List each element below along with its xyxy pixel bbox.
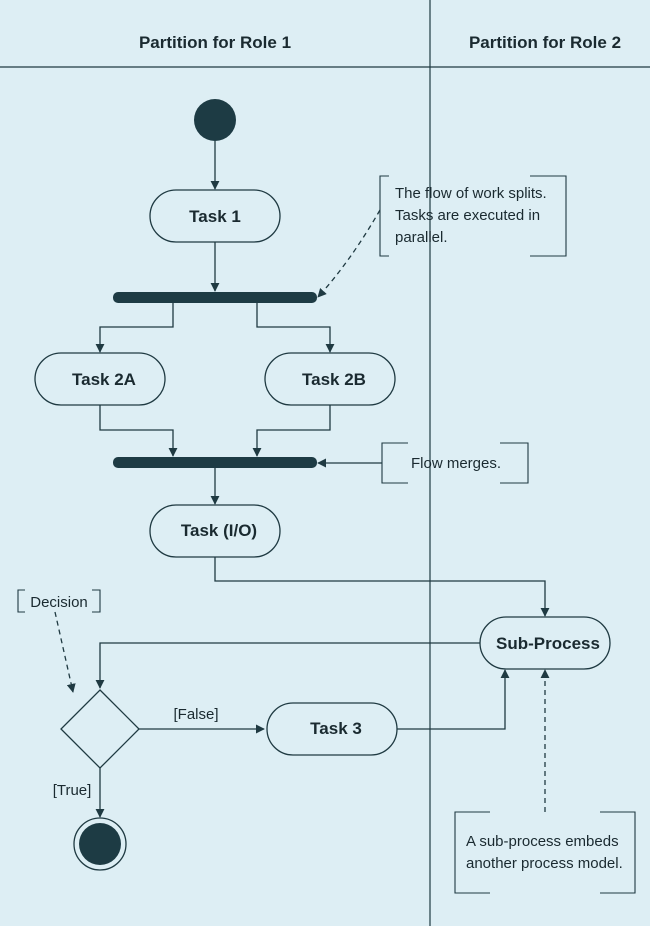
subprocess-node: Sub-Process xyxy=(479,616,611,670)
note-decision-bracket xyxy=(17,589,101,613)
edge-subprocess-decision xyxy=(95,642,480,689)
task2b-label: Task 2B xyxy=(302,370,366,389)
edge-task3-subprocess xyxy=(397,669,510,730)
edges xyxy=(54,141,550,818)
fork-bar xyxy=(113,292,317,303)
final-node xyxy=(73,817,127,871)
note-subprocess-text: A sub-process embeds another process mod… xyxy=(466,833,623,872)
note-merge-text: Flow merges. xyxy=(411,455,501,472)
note-split-line-2: Tasks are executed in xyxy=(395,207,540,224)
initial-node xyxy=(194,99,236,141)
partition-role2-title: Partition for Role 2 xyxy=(469,33,621,52)
note-split-bracket xyxy=(379,175,567,257)
task-io-label: Task (I/O) xyxy=(181,521,257,540)
edge-taskio-subprocess xyxy=(214,556,550,617)
task2b-node: Task 2B xyxy=(264,352,396,406)
guard-true: [True] xyxy=(53,782,92,799)
guard-false: [False] xyxy=(173,706,218,723)
edge-task2b-join xyxy=(252,404,331,457)
task2a-label: Task 2A xyxy=(72,370,136,389)
note-split-line-1: The flow of work splits. xyxy=(395,185,547,202)
task2a-node: Task 2A xyxy=(34,352,166,406)
note-decision-text: Decision xyxy=(30,594,88,611)
task-io-node: Task (I/O) xyxy=(149,504,281,558)
note-subprocess-line-1: A sub-process embeds xyxy=(466,833,619,850)
note-split-text: The flow of work splits. Tasks are execu… xyxy=(395,185,551,246)
decision-node xyxy=(60,689,140,769)
edge-fork-task2b xyxy=(256,303,335,353)
edge-task2a-join xyxy=(99,404,178,457)
note-split-line-3: parallel. xyxy=(395,229,448,246)
task3-node: Task 3 xyxy=(266,702,398,756)
note-subprocess-bracket xyxy=(454,811,636,894)
note-merge-bracket xyxy=(381,442,529,484)
task1-label: Task 1 xyxy=(189,207,241,226)
note-decision-connector xyxy=(54,611,76,693)
subprocess-label: Sub-Process xyxy=(496,634,600,653)
join-bar xyxy=(113,457,317,468)
edge-fork-task2a xyxy=(95,303,174,353)
note-split-connector xyxy=(317,209,381,298)
task3-label: Task 3 xyxy=(310,719,362,738)
partition-role1-title: Partition for Role 1 xyxy=(139,33,291,52)
note-subprocess-line-2: another process model. xyxy=(466,855,623,872)
task1-node: Task 1 xyxy=(149,189,281,243)
